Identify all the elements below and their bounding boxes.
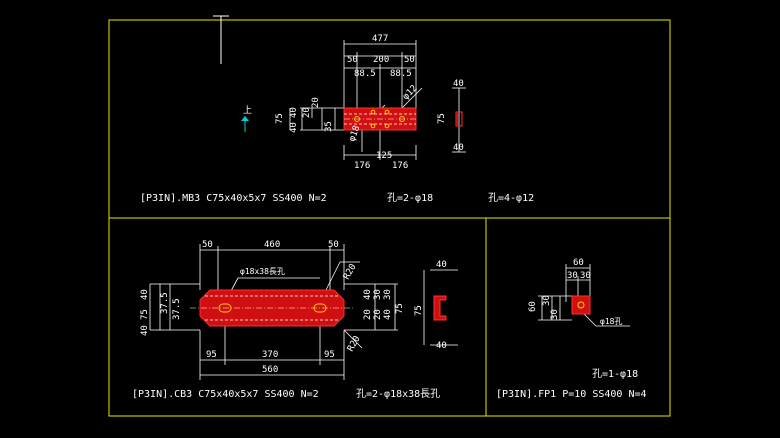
up-direction-marker: 上 (241, 105, 252, 132)
fp1-hole-note: 孔=1-φ18 (592, 368, 638, 380)
cb3-r20-bot: R20 (346, 334, 363, 353)
dim-176-right: 176 (392, 161, 408, 171)
cb3-right-40b: 40 (383, 309, 393, 320)
sec-dim-40-top: 40 (453, 79, 464, 89)
mb3-dimension-lines (289, 40, 466, 160)
dim-side-40b: 40 (289, 107, 299, 118)
cb3-hole-note: 孔=2-φ18x38長孔 (356, 388, 440, 400)
dim-phi12: φ12 (401, 84, 420, 103)
cb3-side-40b: 40 (140, 325, 150, 336)
panel-cb3: 50 460 50 φ18x38長孔 R20 R20 40 75 40 37.5… (132, 240, 458, 400)
drawing-frames (108, 19, 671, 417)
dim-side-35: 35 (324, 121, 334, 132)
cb3-dim-460: 460 (264, 240, 280, 250)
fp1-hole-label: φ18孔 (600, 317, 622, 326)
cb3-right-30b: 30 (383, 289, 393, 300)
dim-88-right: 88.5 (390, 69, 412, 79)
panel-fp1: 60 30 30 60 30 30 φ18孔 孔=1-φ18 [P3IN].FP… (496, 258, 647, 400)
fp1-caption: [P3IN].FP1 P=10 SS400 N=4 (496, 389, 647, 400)
mb3-holes (354, 109, 405, 129)
fp1-plate (571, 295, 591, 315)
dim-overall: 477 (372, 34, 388, 44)
cb3-r20-top: R20 (342, 262, 359, 281)
cb3-right-40: 40 (363, 289, 373, 300)
cb3-side-40: 40 (140, 289, 150, 300)
fp1-dim-top-30b: 30 (580, 271, 591, 281)
fp1-dim-top-30a: 30 (567, 271, 578, 281)
frame-bottom-right (485, 217, 671, 417)
mb3-hole-note-1: 孔=2-φ18 (387, 192, 433, 204)
dim-side-40a: 40 (289, 122, 299, 133)
cb3-right-75: 75 (395, 303, 405, 314)
dim-176-left: 176 (354, 161, 370, 171)
cb3-dim-50-right: 50 (328, 240, 339, 250)
cb3-right-20b: 20 (373, 309, 383, 320)
cb3-slot-holes (218, 303, 327, 313)
dim-side-75: 75 (275, 113, 285, 124)
cb3-sec-75: 75 (414, 305, 424, 316)
mb3-hole-note-2: 孔=4-φ12 (488, 192, 534, 204)
cb3-dim-95-left: 95 (206, 350, 217, 360)
cb3-sec-40-bot: 40 (436, 341, 447, 351)
cb3-dim-370: 370 (262, 350, 278, 360)
cb3-slot-label: φ18x38長孔 (240, 267, 285, 276)
up-marker-label: 上 (243, 105, 252, 116)
cb3-caption: [P3IN].CB3 C75x40x5x7 SS400 N=2 (132, 389, 319, 400)
cb3-side-375b: 37.5 (172, 298, 182, 320)
cb3-dimension-lines (149, 244, 458, 380)
dim-50-right: 50 (404, 55, 415, 65)
cb3-right-30: 30 (373, 289, 383, 300)
cb3-dim-560: 560 (262, 365, 278, 375)
cb3-dim-95-right: 95 (324, 350, 335, 360)
fp1-dim-side-30a: 30 (542, 295, 552, 306)
cb3-sec-40-top: 40 (436, 260, 447, 270)
cb3-side-75: 75 (140, 309, 150, 320)
panel-mb3: 上 (140, 34, 534, 204)
fp1-hole (577, 301, 585, 309)
sec-dim-40-bot: 40 (453, 143, 464, 153)
dim-side-20b: 20 (311, 97, 321, 108)
cb3-dim-50-left: 50 (202, 240, 213, 250)
mb3-caption: [P3IN].MB3 C75x40x5x7 SS400 N=2 (140, 193, 327, 204)
dim-88-left: 88.5 (354, 69, 376, 79)
cb3-right-20a: 20 (363, 309, 373, 320)
dim-side-20a: 20 (302, 107, 312, 118)
mb3-channel-section (455, 111, 463, 127)
dim-50-left: 50 (347, 55, 358, 65)
fp1-dim-side-30b: 30 (550, 309, 560, 320)
fp1-dim-top-60: 60 (573, 258, 584, 268)
crosshair-cursor (213, 15, 229, 64)
dim-200: 200 (373, 55, 389, 65)
cb3-side-375: 37.5 (160, 292, 170, 314)
dim-125: 125 (376, 151, 392, 161)
sec-dim-75: 75 (437, 113, 447, 124)
cb3-channel-section (433, 295, 447, 321)
fp1-dim-side-60: 60 (528, 301, 538, 312)
